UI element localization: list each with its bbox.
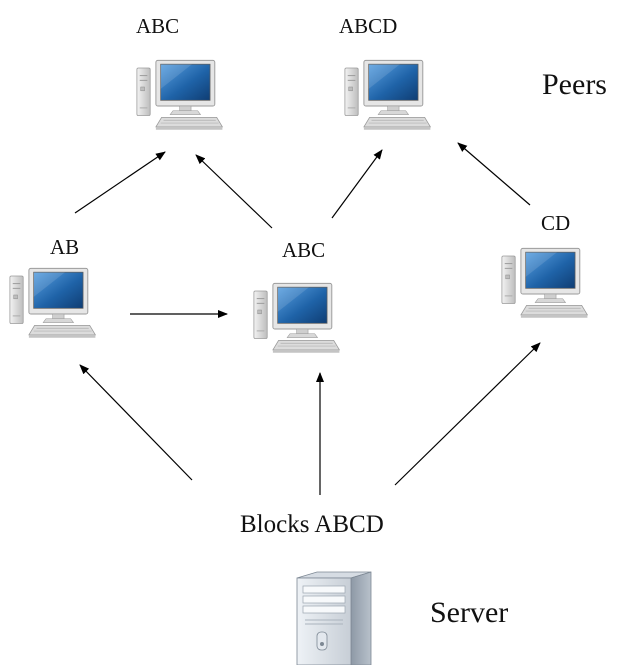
edge-server-p3 bbox=[79, 364, 193, 481]
peer-p5-label: CD bbox=[541, 211, 571, 235]
edge-p4-p1 bbox=[195, 154, 273, 229]
peer-p1-label: ABC bbox=[136, 14, 180, 38]
desktop-computer-icon bbox=[501, 247, 588, 319]
peer-p1 bbox=[136, 59, 223, 131]
server-label: Server bbox=[430, 596, 509, 629]
peer-p2-label: ABCD bbox=[339, 14, 398, 38]
edge-p3-p1 bbox=[74, 151, 166, 214]
peers-label: Peers bbox=[542, 68, 607, 101]
peer-p5 bbox=[501, 247, 588, 319]
server-tower-icon bbox=[296, 571, 372, 665]
blocks-label: Blocks ABCD bbox=[240, 511, 384, 538]
peer-p4 bbox=[253, 282, 340, 354]
edge-p4-p2 bbox=[331, 149, 383, 219]
edges-group bbox=[74, 142, 541, 495]
desktop-computer-icon bbox=[253, 282, 340, 354]
peer-p4-label: ABC bbox=[282, 238, 326, 262]
edge-server-p5 bbox=[394, 342, 541, 486]
desktop-computer-icon bbox=[344, 59, 431, 131]
peer-p2 bbox=[344, 59, 431, 131]
desktop-computer-icon bbox=[9, 267, 96, 339]
edge-p5-p2 bbox=[457, 142, 531, 206]
desktop-computer-icon bbox=[136, 59, 223, 131]
peer-p3 bbox=[9, 267, 96, 339]
peer-p3-label: AB bbox=[50, 235, 80, 259]
